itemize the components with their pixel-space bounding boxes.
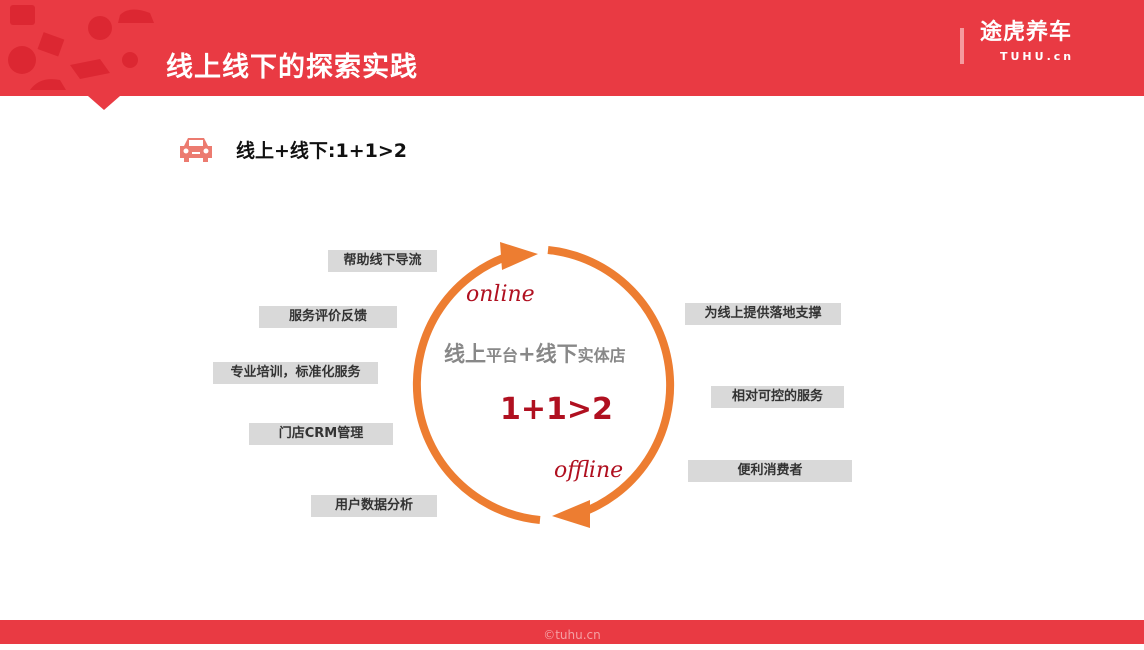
section-subtitle: 线上+线下:1+1>2	[236, 140, 408, 162]
left-label: 用户数据分析	[311, 495, 437, 517]
center-platform: 平台	[486, 346, 519, 365]
center-offline: 线下	[535, 342, 578, 366]
left-label: 专业培训，标准化服务	[213, 362, 378, 384]
left-label: 服务评价反馈	[259, 306, 397, 328]
right-label: 相对可控的服务	[711, 386, 844, 408]
center-plus: +	[518, 342, 536, 366]
page-title: 线上线下的探索实践	[166, 52, 418, 83]
offline-arc	[547, 246, 675, 519]
header-notch	[88, 96, 120, 110]
right-label: 便利消费者	[688, 460, 852, 482]
brand-logo: 途虎养车	[980, 20, 1073, 45]
footer: ©tuhu.cn	[0, 620, 1144, 644]
left-label: 帮助线下导流	[328, 250, 437, 272]
offline-label: offline	[554, 458, 624, 483]
right-label: 为线上提供落地支撑	[685, 303, 841, 325]
car-pattern-icon	[8, 5, 154, 90]
online-label: online	[466, 282, 535, 307]
equation: 1+1>2	[500, 392, 613, 427]
online-arc	[412, 250, 541, 524]
left-label: 门店CRM管理	[249, 423, 393, 445]
arrow-right-icon	[500, 242, 538, 270]
center-online: 线上	[444, 342, 486, 366]
arrow-left-icon	[552, 500, 590, 528]
center-store: 实体店	[577, 346, 626, 365]
center-text: 线上平台+线下实体店	[444, 340, 626, 370]
logo-divider	[960, 28, 964, 64]
car-icon	[180, 138, 212, 162]
brand-logo-domain: TUHU.cn	[1000, 50, 1075, 63]
header-banner: 线上线下的探索实践 途虎养车 TUHU.cn	[0, 0, 1144, 96]
